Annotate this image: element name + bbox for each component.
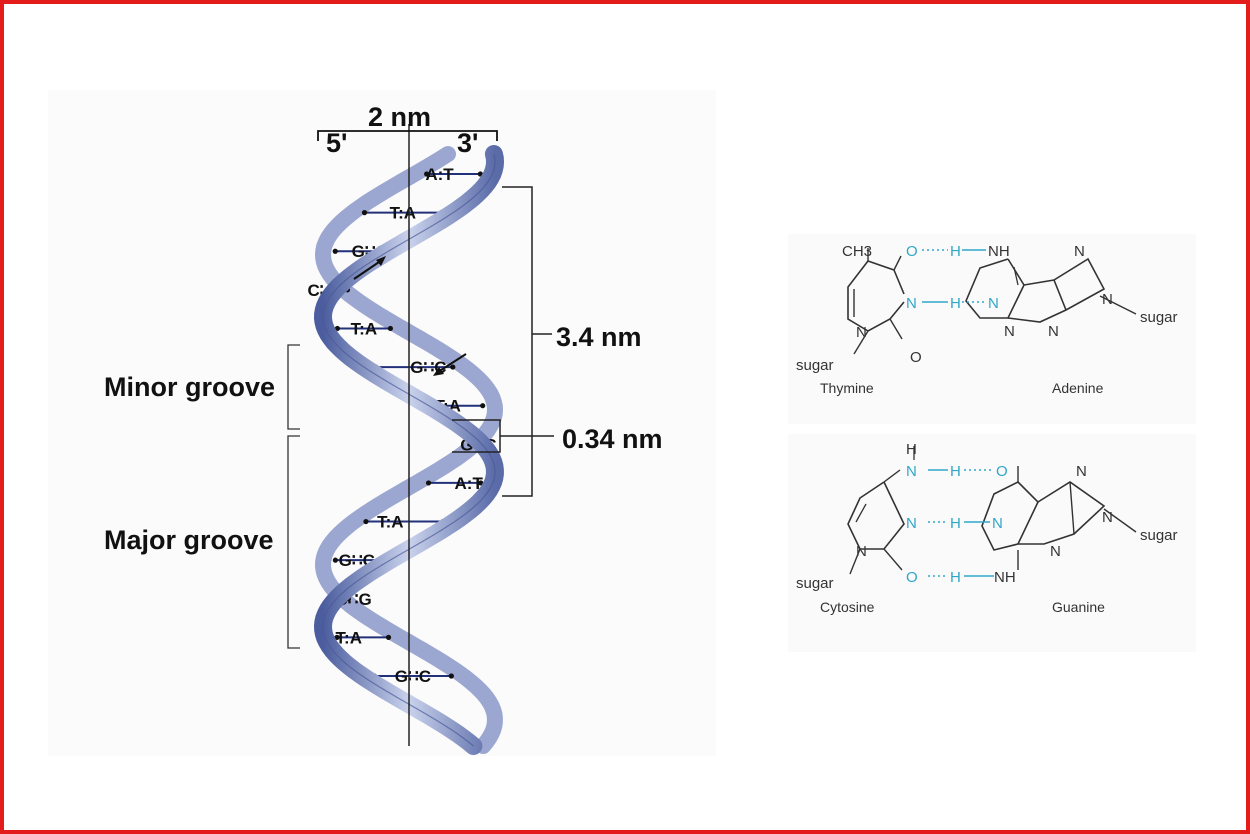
sugar-label: sugar [796,575,834,592]
atom-n: N [1102,291,1113,308]
atom-n: N [906,463,917,480]
base-pair-label: T:A [336,628,362,647]
major-groove-label: Major groove [104,525,274,555]
arrow-up-icon [353,256,386,280]
sugar-label: sugar [1140,527,1178,544]
cytosine-label: Cytosine [820,599,875,615]
adenine-label: Adenine [1052,380,1104,396]
backbone-dot [448,673,454,679]
minor-groove-label: Minor groove [104,372,275,402]
atom-n: N [906,515,917,532]
atom-h: H [950,569,961,586]
backbone-dot [334,634,340,640]
minor-groove-bracket [287,344,300,430]
backbone-dot [332,557,338,563]
rise-bracket [452,419,554,453]
atom-n: N [992,515,1003,532]
atom-o: O [906,243,918,260]
base-pair-label: T:A [390,204,416,223]
backbone-dot [478,480,484,486]
backbone-dot [363,518,369,525]
ta-panel [788,234,1196,424]
width-label: 2 nm [368,102,431,132]
cytosine-guanine-pair: H N H O N H N N O H NH N N N sugar sugar… [796,441,1178,615]
dna-diagram: A:TT:AG∷CC∷GT:AG∷CT:AG∷CA:TT:AG∷CC∷GT:AG… [48,90,1196,756]
back-strand [314,146,504,754]
backbone-dot [450,364,456,370]
backbone-dot [425,480,432,486]
atom-o: O [910,349,922,366]
atom-n: N [1074,243,1085,260]
atom-h: H [950,295,961,312]
sugar-label: sugar [1140,309,1178,326]
backbone-dot [480,403,486,409]
backbone-dot [387,325,394,332]
cg-panel [788,434,1196,652]
atom-h: H [950,463,961,480]
atom-n: N [1050,543,1061,560]
arrow-down-icon [433,353,467,376]
base-pair-label: A:T [425,165,454,184]
base-pair-label: T:A [351,319,377,338]
major-groove-bracket [287,435,300,649]
pitch-label: 3.4 nm [556,322,642,352]
atom-n: N [906,295,917,312]
thymine-label: Thymine [820,380,874,396]
atom-n: N [856,324,867,341]
atom-h: H [950,515,961,532]
atom-nh: NH [988,243,1010,260]
rise-label: 0.34 nm [562,424,663,454]
atom-h: H [906,441,917,458]
backbone-dot [332,248,338,254]
base-pair-label: A:T [455,474,484,493]
backbone-dot [424,171,430,177]
atom-n: N [1102,509,1113,526]
atom-n: N [1004,323,1015,340]
backbone-dot [385,634,392,640]
base-pair-label: G∷C [395,667,431,686]
atom-n: N [988,295,999,312]
atom-n: N [856,543,867,560]
guanine-label: Guanine [1052,599,1105,615]
atom-nh: NH [994,569,1016,586]
atom-o: O [996,463,1008,480]
thymine-adenine-pair: CH3 O H NH N H N N O N N N N sugar sugar… [796,243,1178,396]
atom-h: H [950,243,961,260]
pitch-bracket [502,186,552,497]
width-bracket [317,130,498,141]
three-prime-label: 3' [457,128,478,158]
atom-n: N [1076,463,1087,480]
atom-n: N [1048,323,1059,340]
atom-o: O [906,569,918,586]
backbone-dot [361,210,368,216]
five-prime-label: 5' [326,128,347,158]
sugar-label: sugar [796,357,834,374]
front-strand-edge [322,153,496,747]
ch3-label: CH3 [842,243,872,260]
base-pair-label: T:A [377,513,403,532]
